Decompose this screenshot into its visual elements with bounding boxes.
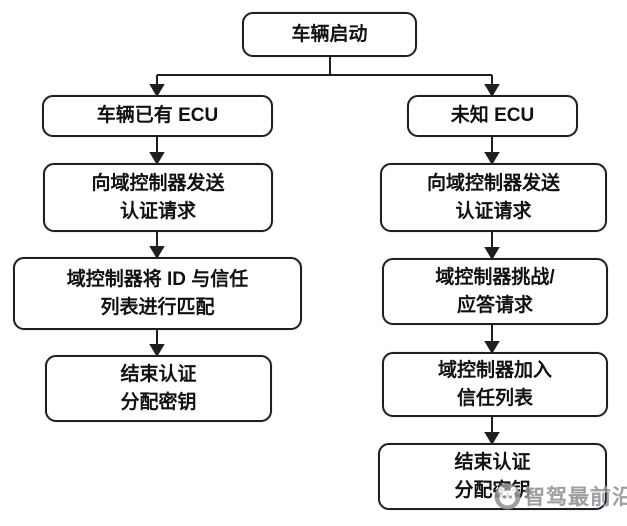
- node-label-line1: 域控制器将 ID 与信任: [66, 268, 249, 290]
- node-join-trust-list: 域控制器加入 信任列表: [382, 352, 608, 417]
- arrow-right-2-head: [484, 247, 500, 260]
- arrow-right-4-head: [484, 432, 500, 445]
- node-label-line2: 列表进行匹配: [100, 296, 215, 318]
- node-match-id-trust-list: 域控制器将 ID 与信任 列表进行匹配: [13, 257, 302, 330]
- node-vehicle-start: 车辆启动: [242, 12, 417, 57]
- arrow-left-1-head: [149, 152, 165, 165]
- node-label: 车辆启动: [291, 23, 368, 45]
- arrow-left-3-head: [149, 344, 165, 357]
- node-label-line1: 域控制器加入: [437, 359, 552, 381]
- node-label-line1: 域控制器挑战/: [435, 266, 555, 288]
- node-finish-auth-right: 结束认证 分配密钥: [378, 443, 607, 510]
- node-label-line2: 分配密钥: [120, 391, 197, 413]
- node-label-line2: 应答请求: [456, 294, 533, 316]
- node-send-auth-request-right: 向域控制器发送 认证请求: [380, 163, 607, 232]
- arrow-split-right-head: [484, 84, 500, 97]
- node-label-line1: 向域控制器发送: [91, 172, 225, 194]
- node-label-line2: 认证请求: [455, 200, 532, 222]
- node-finish-auth-left: 结束认证 分配密钥: [45, 355, 272, 422]
- watermark-text: 智驾最前沿: [524, 486, 627, 509]
- node-send-auth-request-left: 向域控制器发送 认证请求: [43, 163, 273, 232]
- arrow-right-3-head: [484, 341, 500, 354]
- node-label-line1: 结束认证: [454, 451, 531, 473]
- node-label-line1: 结束认证: [120, 363, 197, 385]
- node-known-ecu: 车辆已有 ECU: [42, 95, 273, 137]
- node-label: 车辆已有 ECU: [96, 105, 219, 126]
- node-label-line1: 向域控制器发送: [426, 172, 560, 194]
- arrow-right-1-head: [484, 152, 500, 165]
- watermark: 智驾最前沿: [494, 481, 627, 511]
- node-label-line2: 认证请求: [119, 200, 196, 222]
- node-label-line2: 信任列表: [456, 387, 533, 409]
- node-label: 未知 ECU: [450, 105, 535, 126]
- watermark-logo-icon: [494, 483, 521, 509]
- arrow-split-left-head: [149, 84, 165, 97]
- node-unknown-ecu: 未知 ECU: [407, 95, 578, 137]
- arrow-left-2-head: [149, 246, 165, 259]
- node-challenge-response: 域控制器挑战/ 应答请求: [382, 258, 608, 325]
